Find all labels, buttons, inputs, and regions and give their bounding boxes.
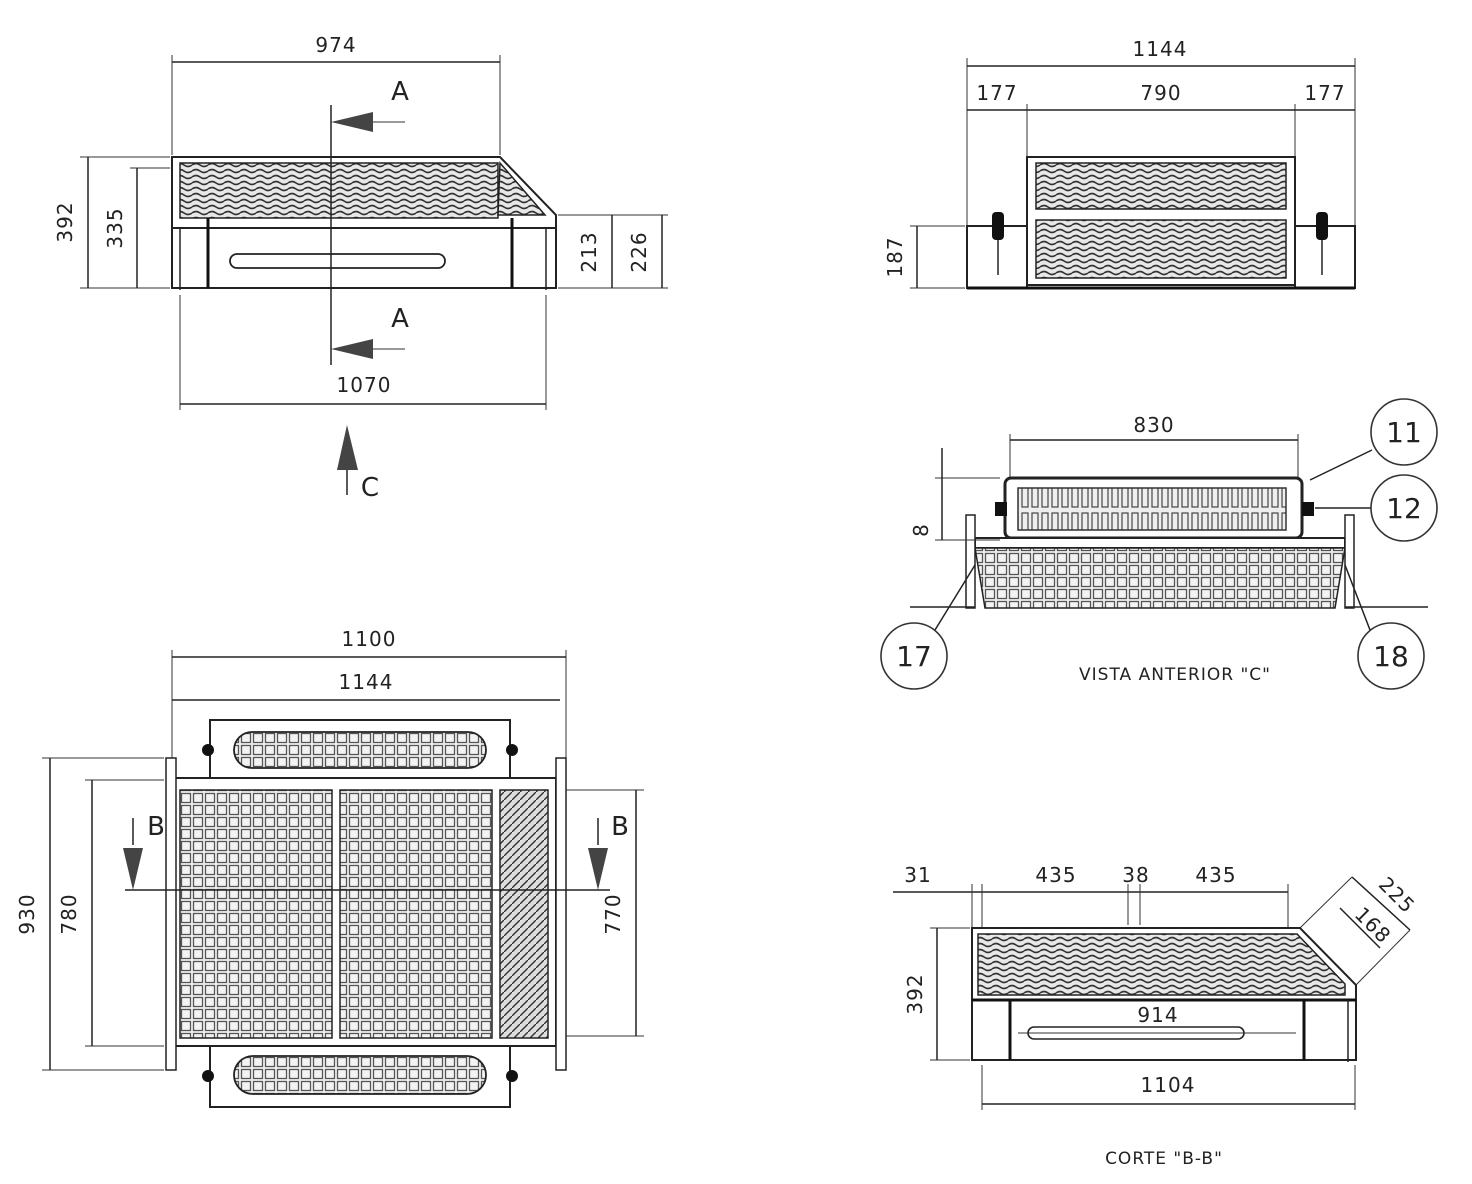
bb-seg-left: 435	[1035, 863, 1076, 887]
view-c-height: 8	[909, 523, 933, 537]
front-height-right-a: 213	[577, 231, 601, 272]
callout-11: 11	[1386, 416, 1422, 449]
bb-width: 1104	[1141, 1073, 1196, 1097]
section-marker-b-left: B	[147, 812, 165, 842]
callout-18: 18	[1373, 640, 1409, 673]
section-bb: 31 435 38 435 225 168 914 392 1104 CORTE…	[893, 863, 1420, 1169]
plan-width-inner: 1144	[339, 670, 394, 694]
side-center: 790	[1140, 81, 1181, 105]
bb-inner: 914	[1137, 1003, 1178, 1027]
view-marker-c: C	[361, 473, 379, 503]
bb-left: 31	[904, 863, 931, 887]
front-height-total: 392	[53, 201, 77, 242]
side-right-offset: 177	[1304, 81, 1345, 105]
side-height: 187	[883, 236, 907, 277]
callout-17: 17	[896, 640, 932, 673]
section-marker-a-top: A	[391, 77, 409, 107]
bb-seg-right: 435	[1195, 863, 1236, 887]
plan-view: 1100 1144 B B 930 780	[15, 627, 644, 1108]
side-view: 1144 177 790 177 187	[883, 37, 1356, 290]
front-width-bottom: 1070	[337, 373, 392, 397]
front-height-inner: 335	[103, 207, 127, 248]
plan-height-right: 770	[601, 893, 625, 934]
section-marker-b-right: B	[611, 812, 629, 842]
bb-diag-inner: 168	[1350, 902, 1396, 948]
bb-diag-outer: 225	[1374, 872, 1420, 918]
side-left-offset: 177	[976, 81, 1017, 105]
bb-seg-mid: 38	[1122, 863, 1149, 887]
plan-width-outer: 1100	[342, 627, 397, 651]
view-c-caption: VISTA ANTERIOR "C"	[1079, 665, 1271, 685]
front-view: 974 A A 392 335 213 226	[53, 33, 668, 503]
front-width-top: 974	[315, 33, 356, 57]
side-width-total: 1144	[1133, 37, 1188, 61]
view-c-width: 830	[1133, 413, 1174, 437]
view-c: 830 8 11 12 17 18 VISTA ANTERIOR "C"	[880, 398, 1438, 690]
bb-height: 392	[903, 973, 927, 1014]
plan-height-inner: 780	[57, 893, 81, 934]
section-marker-a-bottom: A	[391, 304, 409, 334]
front-height-right-b: 226	[627, 231, 651, 272]
callout-12: 12	[1386, 492, 1422, 525]
plan-height-outer: 930	[15, 893, 39, 934]
bb-caption: CORTE "B-B"	[1105, 1149, 1223, 1169]
